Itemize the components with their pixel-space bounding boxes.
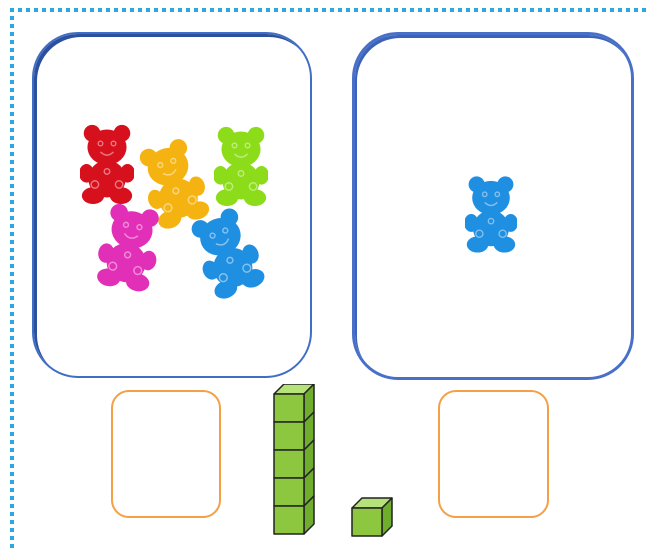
red-gummy-bear-icon xyxy=(80,122,134,206)
rod-cube xyxy=(274,450,304,478)
ten-rod-cubes xyxy=(272,384,316,540)
unit-cube xyxy=(350,496,394,540)
blue-gummy-bear-icon xyxy=(465,172,517,256)
answer-box-right[interactable] xyxy=(438,390,549,518)
rod-cube xyxy=(274,506,304,534)
rod-cube xyxy=(274,422,304,450)
green-gummy-bear-icon xyxy=(214,124,268,208)
answer-box-left[interactable] xyxy=(111,390,221,518)
rod-cube xyxy=(274,478,304,506)
rod-cube xyxy=(274,394,304,422)
